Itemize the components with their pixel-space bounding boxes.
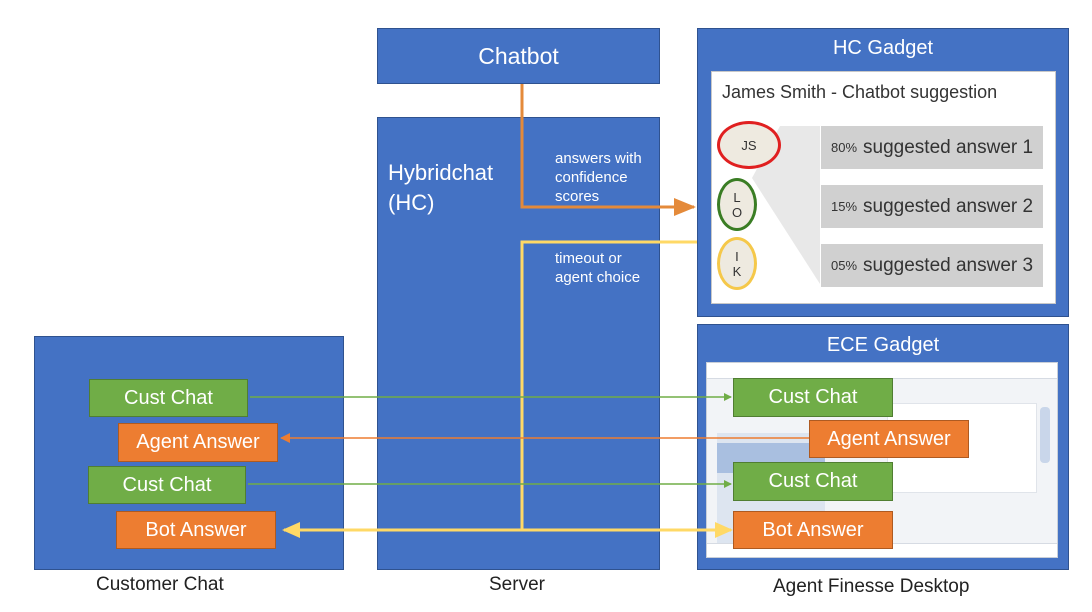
ece-agent-answer: Agent Answer xyxy=(809,420,969,458)
hybridchat-title-line1: Hybridchat xyxy=(388,160,494,185)
suggestion-1[interactable]: 80% suggested answer 1 xyxy=(821,126,1043,169)
server-caption: Server xyxy=(489,574,545,595)
suggestion-2-pct: 15% xyxy=(831,199,858,214)
suggestion-2[interactable]: 15% suggested answer 2 xyxy=(821,185,1043,228)
ece-bot-answer: Bot Answer xyxy=(733,511,893,549)
line-timeout-agent-choice xyxy=(520,240,697,530)
avatar-ik[interactable]: I K xyxy=(717,237,757,290)
hc-gadget-header: James Smith - Chatbot suggestion xyxy=(722,82,998,102)
hybridchat-box xyxy=(377,117,660,570)
customer-chat-caption: Customer Chat xyxy=(96,574,224,595)
ece-side-icons xyxy=(1040,407,1050,463)
customer-cust-chat-2: Cust Chat xyxy=(88,466,246,504)
flow-label-timeout: timeout or agent choice xyxy=(555,250,641,286)
avatar-js[interactable]: JS xyxy=(717,121,781,169)
chatbot-box: Chatbot xyxy=(377,28,660,84)
suggestion-3-text: suggested answer 3 xyxy=(863,254,1034,276)
suggestion-3[interactable]: 05% suggested answer 3 xyxy=(821,244,1043,287)
hybridchat-title: Hybridchat (HC) xyxy=(388,158,493,218)
arrow-chatbot-to-hc-gadget xyxy=(520,84,696,216)
hc-gadget-title: HC Gadget xyxy=(832,36,934,59)
suggestion-3-pct: 05% xyxy=(831,258,858,273)
avatar-lo[interactable]: L O xyxy=(717,178,757,231)
agent-desktop-caption: Agent Finesse Desktop xyxy=(773,576,970,597)
suggestion-1-pct: 80% xyxy=(831,140,858,155)
customer-agent-answer: Agent Answer xyxy=(118,423,278,462)
ece-gadget-title: ECE Gadget xyxy=(826,333,940,356)
flow-label-answers: answers with confidence scores xyxy=(555,150,642,205)
customer-cust-chat-1: Cust Chat xyxy=(89,379,248,417)
ece-cust-chat-2: Cust Chat xyxy=(733,462,893,501)
customer-bot-answer: Bot Answer xyxy=(116,511,276,549)
ece-cust-chat-1: Cust Chat xyxy=(733,378,893,417)
suggestion-2-text: suggested answer 2 xyxy=(863,195,1034,217)
suggestion-1-text: suggested answer 1 xyxy=(863,136,1034,158)
hybridchat-title-line2: (HC) xyxy=(388,190,435,215)
